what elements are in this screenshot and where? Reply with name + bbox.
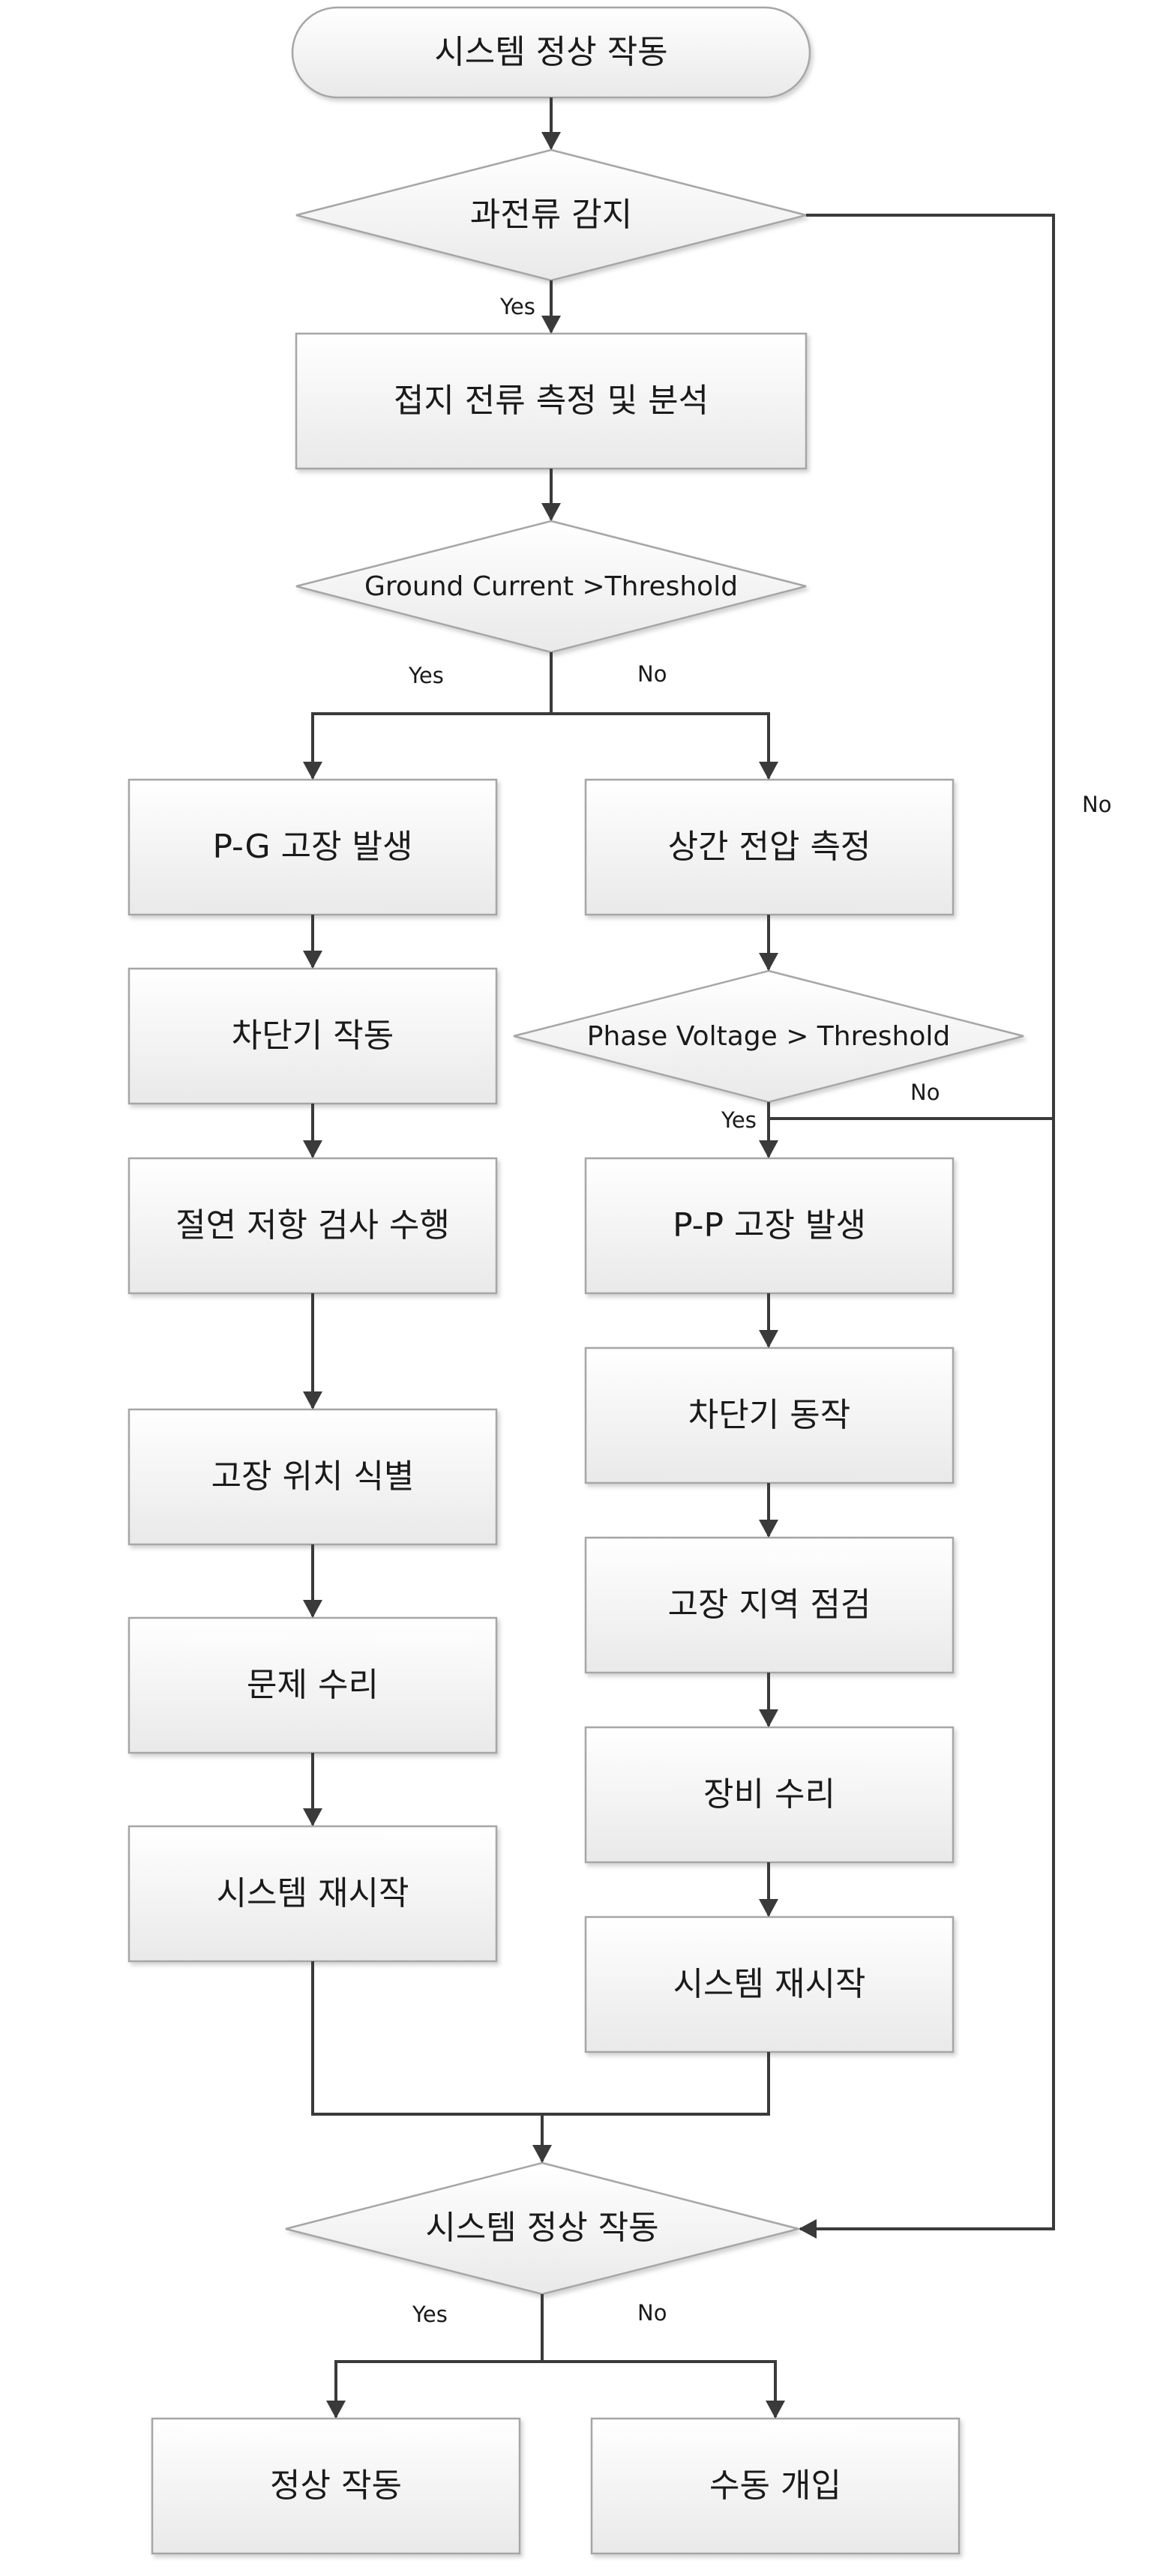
- shapes: [127, 6, 1024, 2555]
- breaker-operate-right-box: [584, 1346, 955, 1484]
- pp-fault-label: P-P 고장 발생: [673, 1206, 866, 1245]
- restart-right-label: 시스템 재시작: [673, 1964, 866, 2003]
- phase-no-label: No: [910, 1080, 940, 1105]
- insulation-test-box: [127, 1157, 498, 1295]
- repair-equipment-box: [584, 1726, 955, 1864]
- inspect-area-label: 고장 지역 점검: [667, 1585, 871, 1624]
- manual-intervention-label: 수동 개입: [709, 2466, 841, 2505]
- restart-left-label: 시스템 재시작: [216, 1874, 409, 1913]
- edge-ground-yes: [303, 712, 551, 780]
- locate-fault-box: [127, 1408, 498, 1546]
- ground-no-label: No: [637, 661, 667, 687]
- final-yes-label: Yes: [412, 2302, 448, 2327]
- ground-yes-label: Yes: [409, 663, 444, 688]
- phase-threshold-label: Phase Voltage > Threshold: [586, 1020, 951, 1052]
- overcurrent-no-label: No: [1082, 792, 1112, 817]
- measure-ground-label: 접지 전류 측정 및 분석: [393, 381, 709, 420]
- measure-ground-box: [295, 332, 808, 470]
- final-check-label: 시스템 정상 작동: [425, 2209, 659, 2248]
- edge-ground-no: [551, 712, 778, 780]
- phase-yes-label: Yes: [721, 1107, 757, 1133]
- pp-fault-box: [584, 1157, 955, 1295]
- normal-operation-box: [151, 2417, 521, 2555]
- manual-intervention-box: [590, 2417, 961, 2555]
- measure-phase-label: 상간 전압 측정: [667, 827, 871, 866]
- edge-final-no: [542, 2360, 785, 2419]
- restart-right-box: [584, 1916, 955, 2053]
- repair-problem-box: [127, 1616, 498, 1754]
- connectors: [303, 97, 1055, 2419]
- breaker-operate-right-label: 차단기 동작: [688, 1395, 851, 1434]
- locate-fault-label: 고장 위치 식별: [211, 1457, 415, 1496]
- final-no-label: No: [637, 2300, 667, 2326]
- overcurrent-label: 과전류 감지: [469, 195, 633, 234]
- measure-phase-box: [584, 778, 955, 916]
- pg-fault-label: P-G 고장 발생: [212, 827, 413, 866]
- repair-problem-label: 문제 수리: [247, 1665, 379, 1704]
- edge-overcurrent-no: [799, 214, 1055, 2239]
- edge-final-yes: [326, 2360, 542, 2419]
- breaker-operate-left-box: [127, 967, 498, 1105]
- breaker-operate-left-label: 차단기 작동: [231, 1016, 394, 1055]
- overcurrent-yes-label: Yes: [500, 294, 535, 319]
- ground-threshold-label: Ground Current >Threshold: [364, 571, 739, 602]
- normal-operation-label: 정상 작동: [270, 2466, 402, 2505]
- pg-fault-box: [127, 778, 498, 916]
- start-label: 시스템 정상 작동: [434, 32, 668, 71]
- inspect-area-box: [584, 1536, 955, 1674]
- repair-equipment-label: 장비 수리: [703, 1775, 835, 1814]
- insulation-test-label: 절연 저항 검사 수행: [175, 1206, 450, 1245]
